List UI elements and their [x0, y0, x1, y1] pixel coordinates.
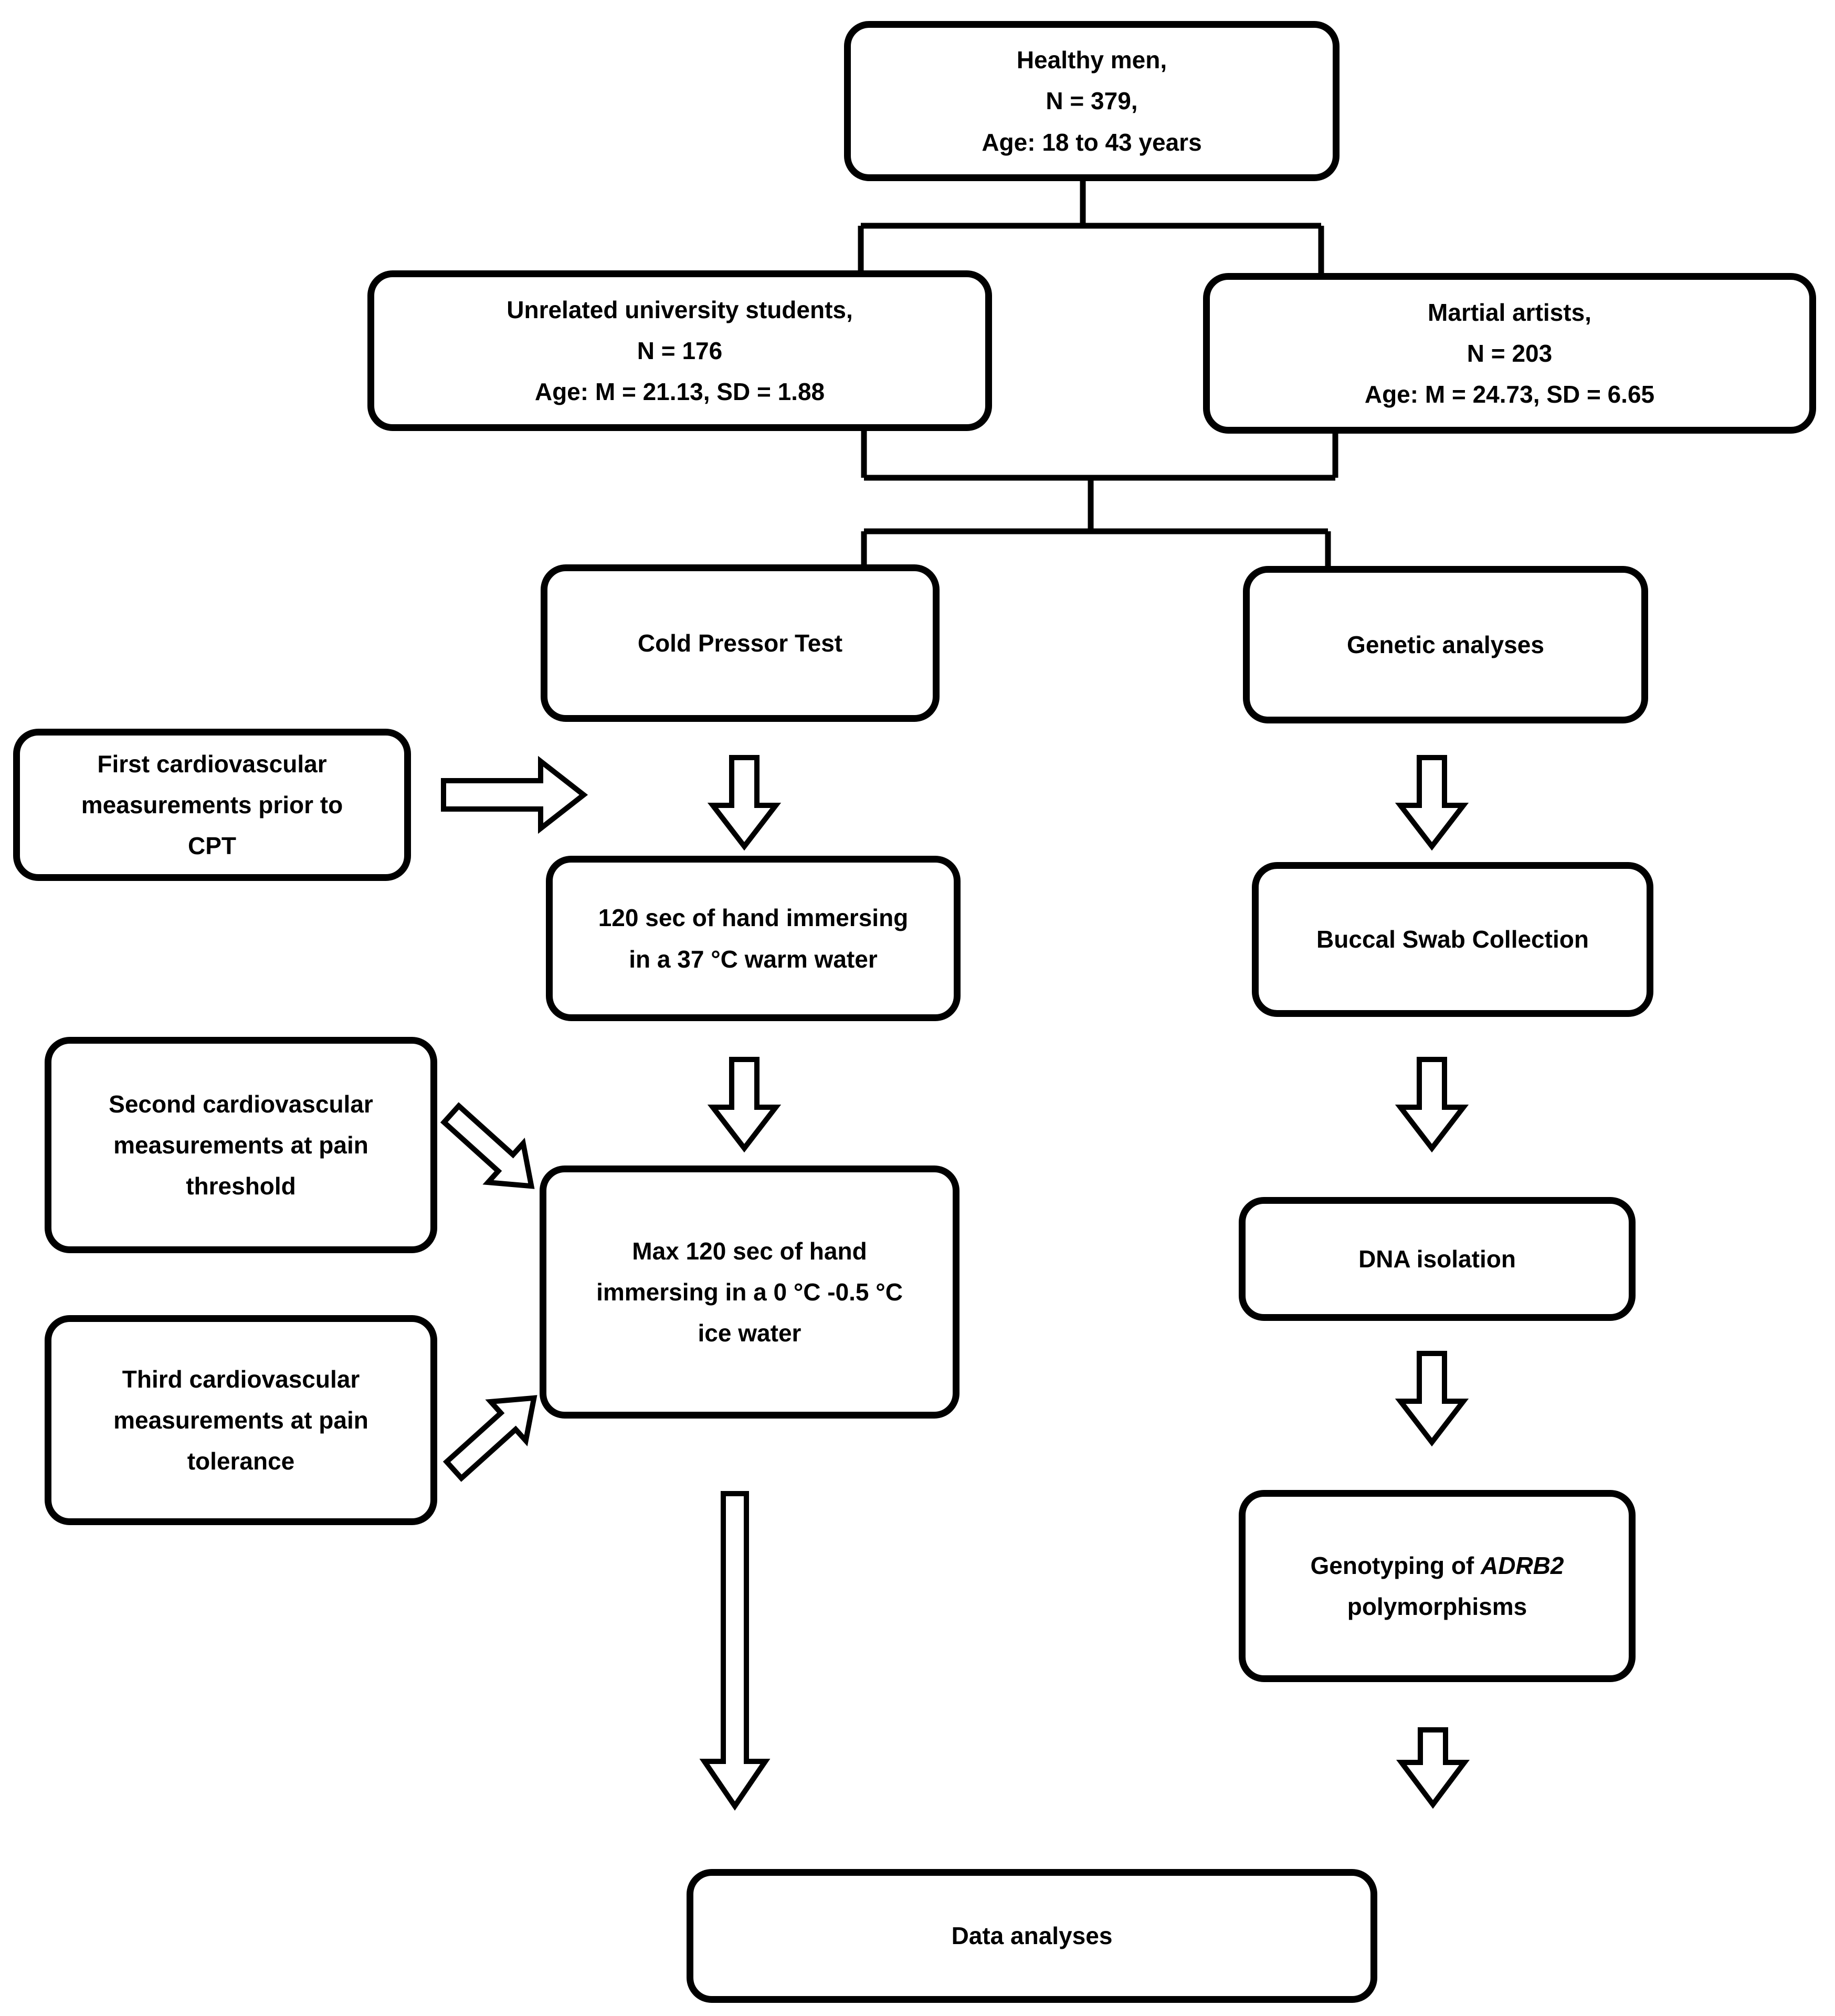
node-martial-artists: Martial artists, N = 203 Age: M = 24.73,…	[1203, 273, 1816, 434]
block-arrows	[440, 755, 1470, 1811]
node-first-cardiovascular: First cardiovascular measurements prior …	[13, 729, 411, 881]
node-third-cardiovascular-label: Third cardiovascular measurements at pai…	[113, 1365, 368, 1475]
node-genotyping-prefix: Genotyping of	[1310, 1551, 1481, 1579]
node-buccal-swab: Buccal Swab Collection	[1252, 862, 1653, 1017]
arrow-down-genotyping-to-data-icon	[1396, 1727, 1470, 1809]
node-genotyping: Genotyping of ADRB2 polymorphisms	[1239, 1490, 1636, 1682]
node-healthy-men: Healthy men, N = 379, Age: 18 to 43 year…	[844, 21, 1340, 181]
arrow-down-warm-to-ice-icon	[707, 1057, 782, 1153]
node-ice-water-label: Max 120 sec of hand immersing in a 0 °C …	[596, 1237, 903, 1347]
node-dna-isolation: DNA isolation	[1239, 1197, 1636, 1321]
node-ice-water: Max 120 sec of hand immersing in a 0 °C …	[540, 1166, 959, 1419]
node-data-analyses-label: Data analyses	[951, 1922, 1113, 1950]
node-warm-water: 120 sec of hand immersing in a 37 °C war…	[546, 856, 961, 1021]
node-university-students-label: Unrelated university students, N = 176 A…	[507, 296, 853, 406]
arrow-diagonal-third-cardio-icon	[442, 1395, 537, 1482]
node-cold-pressor-test: Cold Pressor Test	[541, 564, 940, 722]
node-second-cardiovascular: Second cardiovascular measurements at pa…	[45, 1037, 437, 1253]
connector-tree	[858, 181, 1338, 568]
arrow-diagonal-second-cardio-icon	[440, 1102, 535, 1189]
node-data-analyses: Data analyses	[687, 1869, 1377, 2003]
node-genetic-analyses: Genetic analyses	[1243, 566, 1648, 723]
arrow-down-cpt-to-warm-icon	[707, 755, 782, 851]
arrow-down-dna-to-genotyping-icon	[1395, 1351, 1469, 1447]
node-cold-pressor-test-label: Cold Pressor Test	[637, 629, 843, 657]
node-third-cardiovascular: Third cardiovascular measurements at pai…	[45, 1315, 437, 1525]
node-martial-artists-label: Martial artists, N = 203 Age: M = 24.73,…	[1364, 298, 1655, 408]
arrow-down-genetic-to-buccal-icon	[1395, 755, 1469, 851]
node-genotyping-suffix: polymorphisms	[1347, 1593, 1527, 1620]
node-genetic-analyses-label: Genetic analyses	[1347, 631, 1544, 658]
node-healthy-men-label: Healthy men, N = 379, Age: 18 to 43 year…	[982, 46, 1202, 156]
node-first-cardiovascular-label: First cardiovascular measurements prior …	[81, 750, 343, 860]
arrow-down-ice-to-data-icon	[699, 1491, 771, 1811]
node-university-students: Unrelated university students, N = 176 A…	[367, 270, 992, 431]
node-second-cardiovascular-label: Second cardiovascular measurements at pa…	[109, 1090, 373, 1200]
arrow-down-buccal-to-dna-icon	[1395, 1057, 1469, 1153]
node-warm-water-label: 120 sec of hand immersing in a 37 °C war…	[598, 904, 909, 973]
node-buccal-swab-label: Buccal Swab Collection	[1316, 926, 1589, 953]
arrow-right-first-cardio-icon	[441, 755, 588, 834]
node-genotyping-gene: ADRB2	[1481, 1551, 1564, 1579]
node-genotyping-label: Genotyping of ADRB2 polymorphisms	[1311, 1545, 1564, 1627]
node-dna-isolation-label: DNA isolation	[1358, 1245, 1516, 1273]
